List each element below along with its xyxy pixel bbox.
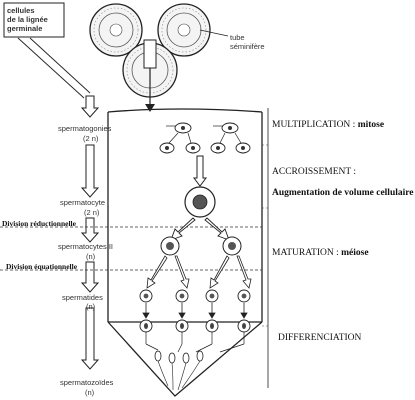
spermatogonia-label: spermatogonies [58, 124, 112, 133]
multiplication-detail: mitose [357, 120, 385, 130]
spermatozoa-label: spermatozoïdes [60, 378, 114, 387]
growth-title: ACCROISSEMENT : [272, 167, 357, 177]
spermatocyte1-ploidy: (2 n) [84, 208, 100, 217]
magnifier-box [143, 39, 157, 69]
spermatids-label: spermatides [62, 293, 103, 302]
germline-pointer [17, 37, 91, 99]
differentiation-label: DIFFERENCIATION [278, 333, 362, 343]
spermatozoa-ploidy: (n) [85, 388, 95, 397]
spermatids-ploidy: (n) [86, 302, 96, 311]
spermatocytes2-label: spermatocytes II [58, 242, 114, 251]
spermatogonia-ploidy: (2 n) [83, 134, 99, 143]
equational-division-label: Division équationnelle [6, 262, 78, 271]
reductional-division-label: Division réductionnelle [2, 219, 76, 228]
tube-label: tube séminifère [230, 33, 265, 51]
spermatids-cells [139, 289, 251, 303]
growth-detail: Augmentation de volume cellulaire [272, 188, 414, 198]
spermatozoa [154, 350, 204, 364]
tube-pointer [199, 29, 229, 37]
germline-box [3, 2, 65, 38]
division-lines [0, 226, 262, 271]
germline-label: cellules de la lignée germinale [7, 6, 48, 33]
maturation-label: MATURATION : méiose [272, 248, 369, 258]
spermatocyte1-label: spermatocyte I [60, 198, 110, 207]
spermatocytes2-ploidy: (n) [86, 252, 96, 261]
stage-arrows [80, 95, 100, 370]
multiplication-title: MULTIPLICATION : [272, 120, 358, 130]
maturation-detail: méiose [341, 248, 369, 258]
growth-detail-text: Augmentation de volume cellulaire [272, 188, 414, 198]
maturation-title: MATURATION : [272, 248, 342, 258]
multiplication-label: MULTIPLICATION : mitose [272, 120, 384, 130]
spermatogonia-cells [159, 122, 251, 154]
